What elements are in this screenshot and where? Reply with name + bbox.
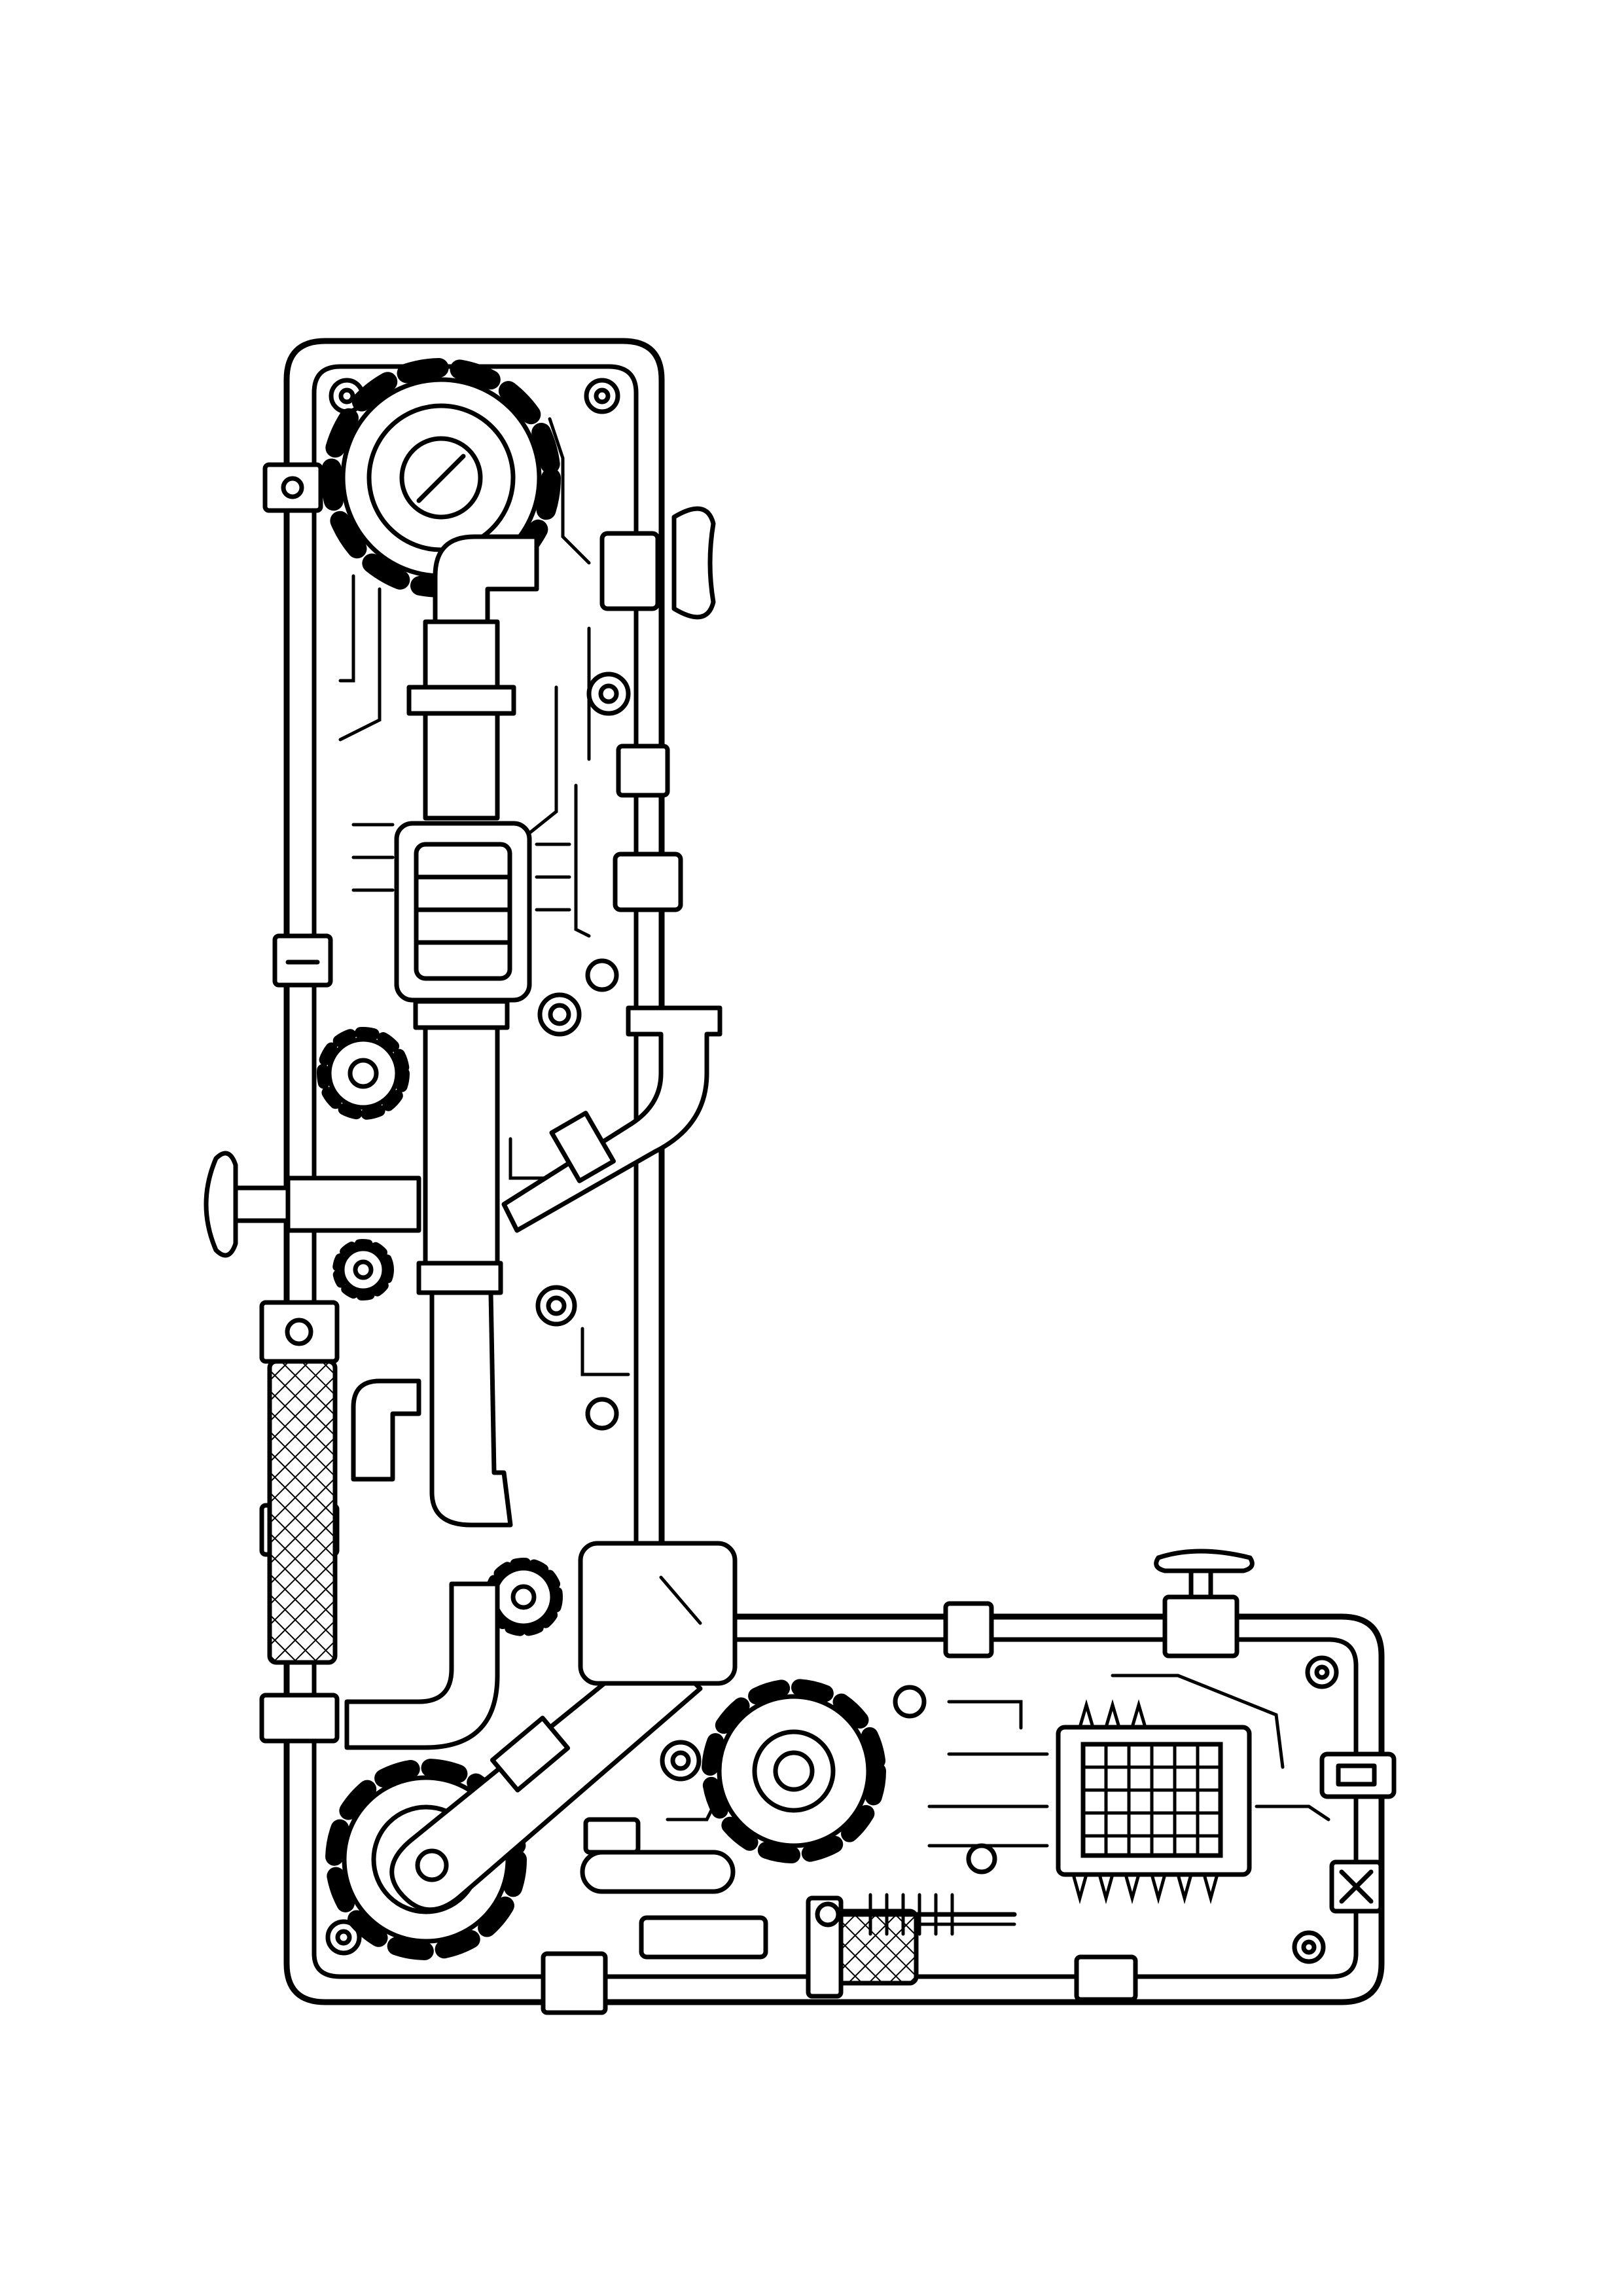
valve-handle-icon [204,1151,421,1258]
diagonal-pipe [389,1640,703,1912]
connector-boxes [259,462,1397,2015]
bottom-tube [580,1817,768,1960]
small-pipe [351,1378,421,1482]
valve-handle-icon [1154,1549,1255,1659]
screw-icons [325,378,1339,1964]
spring-component [815,1893,1017,1936]
elbow-pipe [501,1005,722,1233]
l-inner-frame [312,364,1359,1979]
processor-chip [1056,1699,1252,1905]
square-block [578,1541,738,1686]
battery-component [394,821,532,1003]
knob-icon [671,506,716,620]
gear-icon [321,358,561,598]
gear-icon [702,1679,886,1863]
knurled-tube [267,1359,338,1665]
vertical-pipe [406,534,539,1528]
l-outer-frame [283,338,1385,2005]
curved-pipe [344,1581,500,1750]
